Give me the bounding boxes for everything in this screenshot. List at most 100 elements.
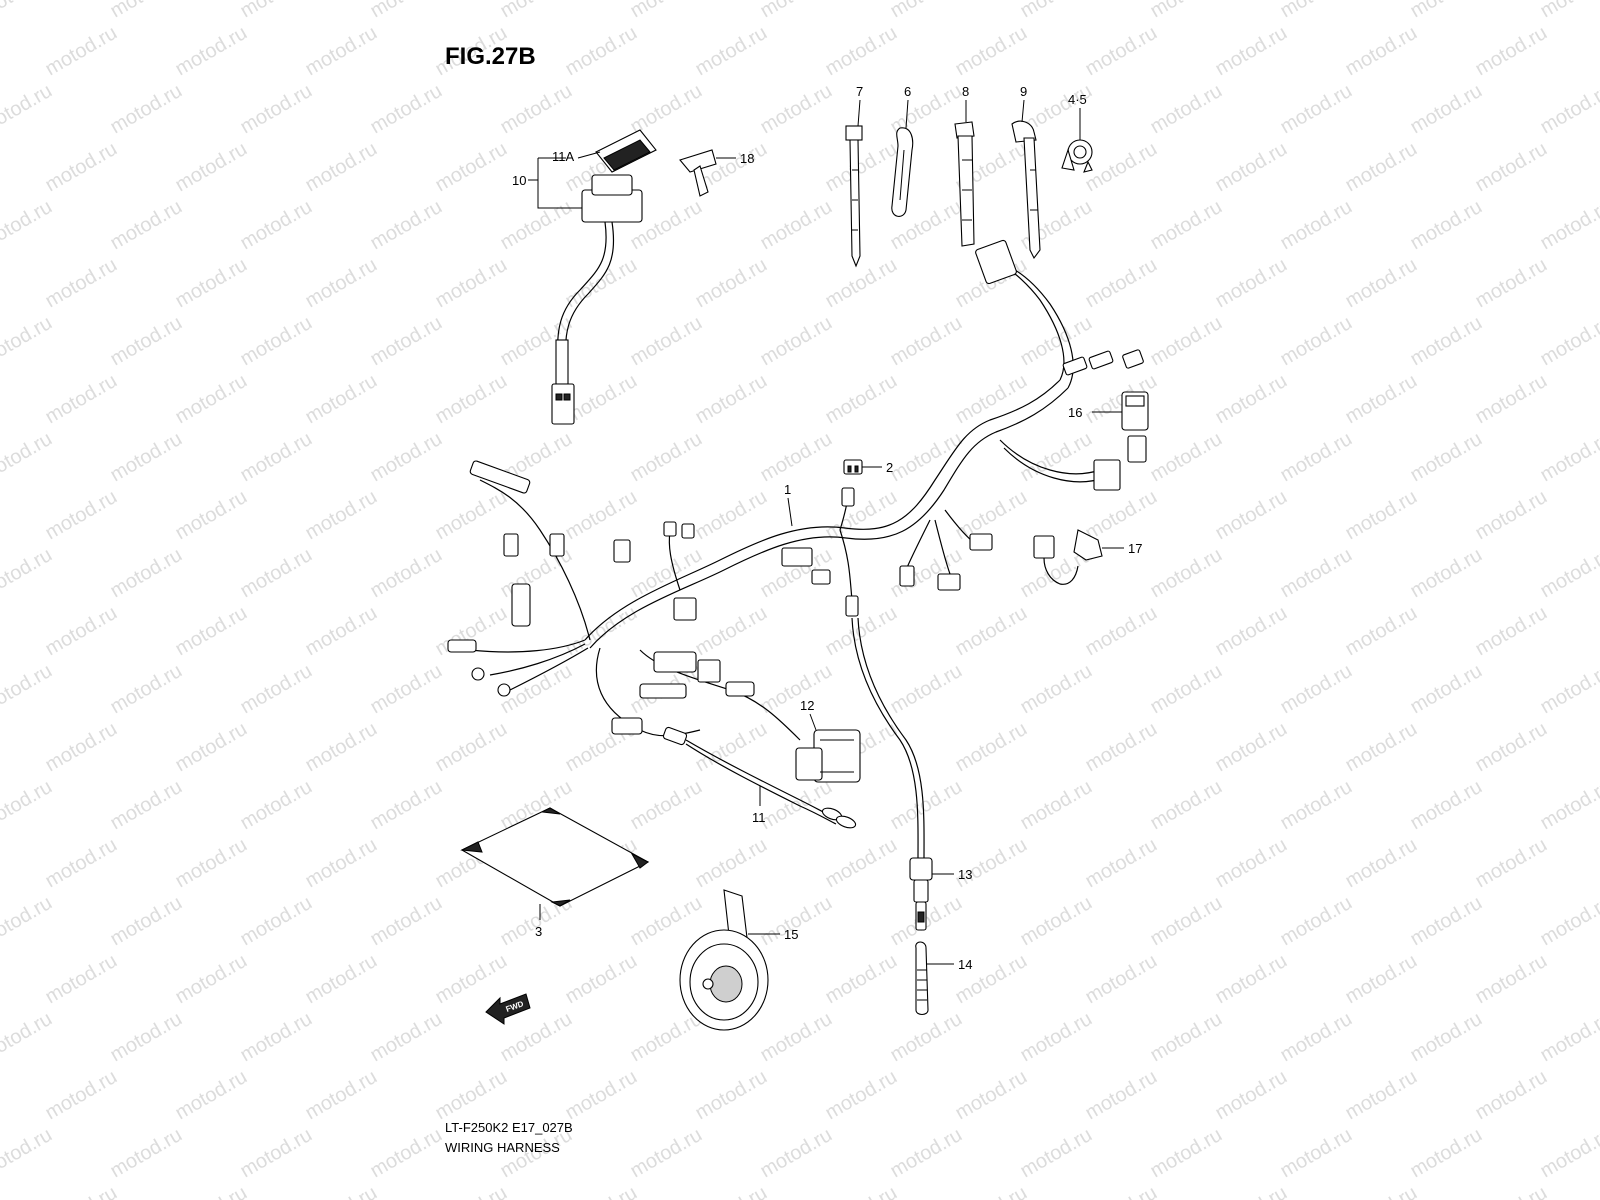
callout-4-5: 4·5 bbox=[1068, 92, 1087, 107]
watermark-text: motod.ru bbox=[1147, 428, 1226, 487]
watermark-text: motod.ru bbox=[1017, 428, 1096, 487]
watermark-text: motod.ru bbox=[367, 312, 446, 371]
watermark-text: motod.ru bbox=[1082, 950, 1161, 1009]
watermark-text: motod.ru bbox=[107, 1124, 186, 1183]
watermark-text: motod.ru bbox=[1342, 602, 1421, 661]
watermark-text: motod.ru bbox=[107, 80, 186, 139]
watermark-text: motod.ru bbox=[107, 196, 186, 255]
ignition-switch[interactable] bbox=[551, 129, 657, 425]
watermark-text: motod.ru bbox=[757, 80, 836, 139]
watermark-text: motod.ru bbox=[1212, 486, 1291, 545]
callout-1: 1 bbox=[784, 482, 791, 497]
clip-4-5[interactable] bbox=[1061, 139, 1093, 173]
watermark-text: motod.ru bbox=[172, 486, 251, 545]
watermark-text: motod.ru bbox=[432, 486, 511, 545]
watermark-text: motod.ru bbox=[757, 660, 836, 719]
clamp-tie-9[interactable] bbox=[1011, 120, 1041, 260]
watermark-text: motod.ru bbox=[1472, 254, 1551, 313]
watermark-text: motod.ru bbox=[367, 80, 446, 139]
watermark-text: motod.ru bbox=[107, 892, 186, 951]
watermark-text: motod.ru bbox=[107, 544, 186, 603]
watermark-text: motod.ru bbox=[1017, 892, 1096, 951]
watermark-text: motod.ru bbox=[562, 22, 641, 81]
watermark-text: motod.ru bbox=[172, 138, 251, 197]
connector-16[interactable] bbox=[1121, 391, 1149, 431]
watermark-text: motod.ru bbox=[692, 22, 771, 81]
watermark-text: motod.ru bbox=[237, 544, 316, 603]
watermark-text: motod.ru bbox=[1342, 486, 1421, 545]
watermark-text: motod.ru bbox=[1147, 776, 1226, 835]
watermark-text: motod.ru bbox=[1407, 660, 1486, 719]
watermark-text: motod.ru bbox=[42, 254, 121, 313]
watermark-text: motod.ru bbox=[627, 312, 706, 371]
watermark-text: motod.ru bbox=[302, 370, 381, 429]
watermark-text: motod.ru bbox=[237, 776, 316, 835]
watermark-text: motod.ru bbox=[237, 0, 316, 22]
watermark-text: motod.ru bbox=[0, 196, 56, 255]
watermark-text: motod.ru bbox=[1342, 1066, 1421, 1125]
watermark-text: motod.ru bbox=[107, 428, 186, 487]
watermark-text: motod.ru bbox=[237, 1008, 316, 1067]
watermark-text: motod.ru bbox=[1277, 428, 1356, 487]
coupler-2[interactable] bbox=[843, 459, 863, 475]
main-wiring-harness[interactable] bbox=[447, 239, 1147, 861]
watermark-text: motod.ru bbox=[562, 950, 641, 1009]
callout-6: 6 bbox=[904, 84, 911, 99]
callout-11a: 11A bbox=[552, 149, 574, 164]
band-8[interactable] bbox=[954, 121, 975, 247]
watermark-text: motod.ru bbox=[1537, 312, 1600, 371]
watermark-text: motod.ru bbox=[1277, 80, 1356, 139]
watermark-text: motod.ru bbox=[562, 1182, 641, 1200]
watermark-text: motod.ru bbox=[1082, 718, 1161, 777]
watermark-text: motod.ru bbox=[952, 602, 1031, 661]
watermark-text: motod.ru bbox=[1407, 428, 1486, 487]
watermark-text: motod.ru bbox=[237, 80, 316, 139]
lead-wire-10[interactable] bbox=[662, 726, 857, 831]
watermark-text: motod.ru bbox=[302, 834, 381, 893]
watermark-text: motod.ru bbox=[367, 0, 446, 22]
callout-16: 16 bbox=[1068, 405, 1082, 420]
watermark-text: motod.ru bbox=[107, 312, 186, 371]
callout-3: 3 bbox=[535, 924, 542, 939]
watermark-text: motod.ru bbox=[1277, 892, 1356, 951]
sleeve-14[interactable] bbox=[915, 941, 929, 1016]
watermark-text: motod.ru bbox=[692, 1066, 771, 1125]
watermark-text: motod.ru bbox=[302, 602, 381, 661]
watermark-text: motod.ru bbox=[627, 544, 706, 603]
module-12[interactable] bbox=[795, 729, 861, 783]
watermark-text: motod.ru bbox=[1472, 486, 1551, 545]
watermark-text: motod.ru bbox=[432, 1066, 511, 1125]
ignition-key[interactable] bbox=[679, 149, 717, 197]
watermark-text: motod.ru bbox=[1082, 486, 1161, 545]
watermark-text: motod.ru bbox=[42, 834, 121, 893]
pad-3[interactable] bbox=[460, 807, 650, 907]
watermark-text: motod.ru bbox=[627, 776, 706, 835]
watermark-text: motod.ru bbox=[367, 428, 446, 487]
callout-7: 7 bbox=[856, 84, 863, 99]
bracket-17[interactable] bbox=[1033, 529, 1103, 585]
watermark-text: motod.ru bbox=[1147, 544, 1226, 603]
watermark-text: motod.ru bbox=[1017, 1008, 1096, 1067]
watermark-text: motod.ru bbox=[1017, 660, 1096, 719]
watermark-text: motod.ru bbox=[172, 1066, 251, 1125]
watermark-text: motod.ru bbox=[1407, 0, 1486, 22]
horn-15[interactable] bbox=[679, 889, 769, 1031]
watermark-text: motod.ru bbox=[887, 428, 966, 487]
figure-title: FIG.27B bbox=[445, 43, 536, 70]
watermark-text: motod.ru bbox=[497, 0, 576, 22]
watermark-text: motod.ru bbox=[887, 776, 966, 835]
cable-tie-7[interactable] bbox=[845, 125, 863, 268]
watermark-text: motod.ru bbox=[1537, 80, 1600, 139]
watermark-text: motod.ru bbox=[42, 138, 121, 197]
watermark-text: motod.ru bbox=[822, 370, 901, 429]
watermark-text: motod.ru bbox=[432, 1182, 511, 1200]
watermark-text: motod.ru bbox=[627, 80, 706, 139]
sensor-13[interactable] bbox=[909, 857, 933, 931]
watermark-text: motod.ru bbox=[42, 950, 121, 1009]
watermark-text: motod.ru bbox=[237, 428, 316, 487]
callout-13: 13 bbox=[958, 867, 972, 882]
watermark-text: motod.ru bbox=[1472, 1182, 1551, 1200]
watermark-text: motod.ru bbox=[1472, 602, 1551, 661]
watermark-text: motod.ru bbox=[1082, 370, 1161, 429]
clamp-6[interactable] bbox=[891, 127, 914, 217]
